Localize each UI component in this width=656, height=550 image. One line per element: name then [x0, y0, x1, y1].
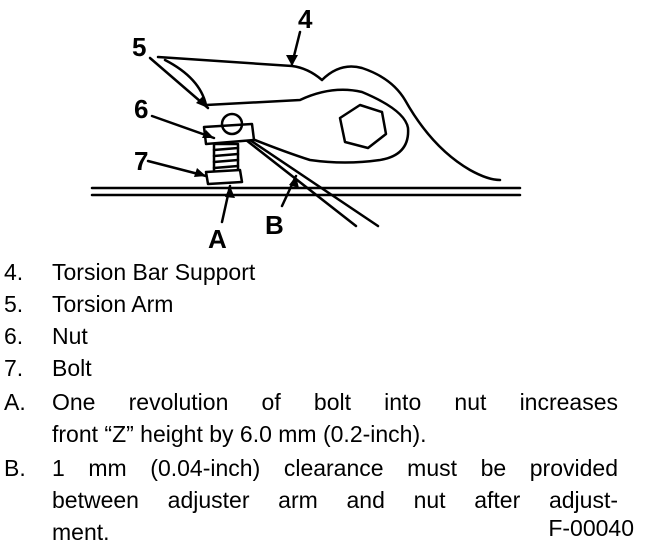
- adjuster-arm-line: [236, 130, 380, 228]
- arrowhead-4: [286, 55, 298, 66]
- legend-key: 4.: [4, 259, 24, 285]
- legend-text: between adjuster arm and nut after adjus…: [52, 487, 618, 513]
- bolt-head-circle: [220, 112, 244, 136]
- torsion-bar-adjustment-diagram: 4 5 6 7 A B: [0, 0, 656, 255]
- callout-7: 7: [134, 146, 149, 176]
- arrowhead-B: [289, 176, 299, 188]
- torsion-bar-support: [156, 55, 502, 182]
- legend-key: 6.: [4, 323, 24, 349]
- adjuster-arm-line-2: [244, 138, 358, 228]
- callout-6: 6: [134, 94, 149, 124]
- legend-text: Torsion Arm: [52, 291, 174, 317]
- callout-A: A: [208, 224, 227, 254]
- arrowhead-5: [196, 96, 208, 108]
- legend-text: Bolt: [52, 355, 92, 381]
- bolt-lock-nut: [204, 168, 244, 186]
- diagram-drawing: [90, 30, 522, 228]
- torsion-bar-support-inner: [163, 58, 208, 107]
- legend-text: front “Z” height by 6.0 mm (0.2-inch).: [52, 421, 427, 447]
- leader-5: [148, 56, 210, 110]
- legend-text: 1 mm (0.04-inch) clearance must be provi…: [52, 455, 618, 481]
- figure-number: F-00040: [548, 515, 634, 541]
- legend-text: One revolution of bolt into nut increase…: [52, 389, 618, 415]
- hex-bar-head: [338, 103, 388, 150]
- leader-6: [150, 114, 216, 140]
- legend-key: A.: [4, 389, 26, 415]
- legend-text: Torsion Bar Support: [52, 259, 256, 285]
- bolt-thread-marks: [212, 146, 240, 170]
- callout-5: 5: [132, 32, 147, 62]
- arrowhead-6: [202, 130, 214, 138]
- torsion-arm: [204, 88, 410, 164]
- callout-B: B: [265, 210, 284, 240]
- legend-key: 5.: [4, 291, 24, 317]
- arrowhead-A: [225, 186, 235, 198]
- legend-key: 7.: [4, 355, 24, 381]
- arrowhead-7: [194, 168, 206, 177]
- callout-4: 4: [298, 4, 313, 34]
- legend-text: ment.: [52, 519, 110, 545]
- legend-key: B.: [4, 455, 26, 481]
- legend-text: Nut: [52, 323, 88, 349]
